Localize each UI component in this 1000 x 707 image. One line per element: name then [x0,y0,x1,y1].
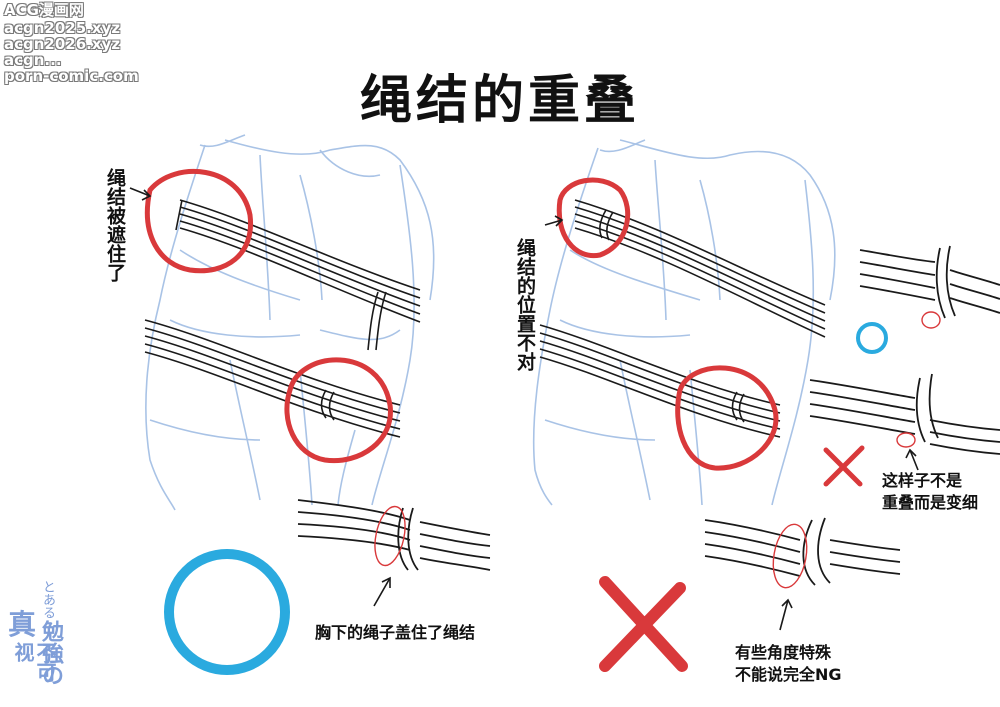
ok-circle-icon [164,549,290,675]
label-not-overlap-line-2: 重叠而是变细 [882,493,979,512]
logo-mid-text: 勉強の [38,620,64,686]
logo: とある 勉強の 真 不可视 [8,580,68,700]
watermark-line-5: porn-comic.com [4,67,139,85]
arrow-icon [544,215,564,227]
right-detail-rope-3 [704,517,901,586]
label-special-angle-line-2: 不能说完全NG [735,665,842,684]
watermark-line-2: acgn2025.xyz [4,19,121,37]
left-red-circle-bottom [284,357,393,464]
right-red-circle-bottom [675,365,779,471]
label-knot-hidden: 绳结被遮住了 [104,168,126,282]
arrow-icon [779,598,793,631]
right-detail-rope-2 [809,373,1000,455]
left-lower-rope [144,319,401,438]
right-torso-sketch [532,139,836,506]
watermark-line-3: acgn2026.xyz [4,35,121,53]
label-special-angle-line-1: 有些角度特殊 [735,643,832,662]
arrow-icon [373,576,391,607]
logo-bottom-text-1: 真 [8,608,37,641]
arrow-icon [129,187,152,201]
right-red-circle-top [556,177,631,259]
label-not-overlap-line-1: 这样子不是 [882,471,963,490]
right-upper-rope [574,199,826,338]
watermark-line-4: acgn... [4,51,62,69]
ng-cross-icon [599,576,688,672]
ok-circle-icon [856,322,888,354]
label-knot-position-wrong: 绳结的位置不对 [514,238,536,371]
left-torso-sketch [145,134,435,511]
left-upper-rope [175,199,421,323]
watermark-line-1: ACG漫画网 [4,1,84,19]
left-detail-rope [297,499,491,571]
page-title: 绳结的重叠 [359,71,640,131]
ng-cross-icon [823,445,865,487]
right-detail-rope-1 [859,245,1000,319]
left-red-circle-top [144,168,254,274]
logo-bottom-text-2: 不可视 [11,642,57,682]
label-chest-rope-covers-knot: 胸下的绳子盖住了绳结 [315,623,476,642]
arrow-icon [905,448,919,471]
right-lower-rope [539,324,781,438]
logo-top-text: とある [40,580,55,619]
